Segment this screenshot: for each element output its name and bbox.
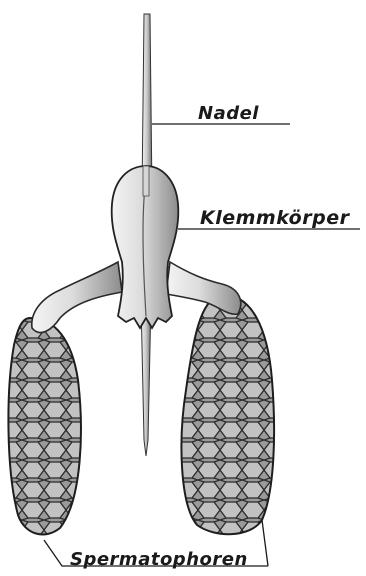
label-clamp-body: Klemmkörper — [200, 207, 349, 229]
right-spermatophore — [181, 295, 274, 534]
left-spermatophore — [8, 318, 80, 534]
label-spermatophores: Spermatophoren — [70, 549, 248, 570]
label-needle: Nadel — [198, 103, 259, 124]
spermatophore-leader-right — [262, 520, 268, 566]
